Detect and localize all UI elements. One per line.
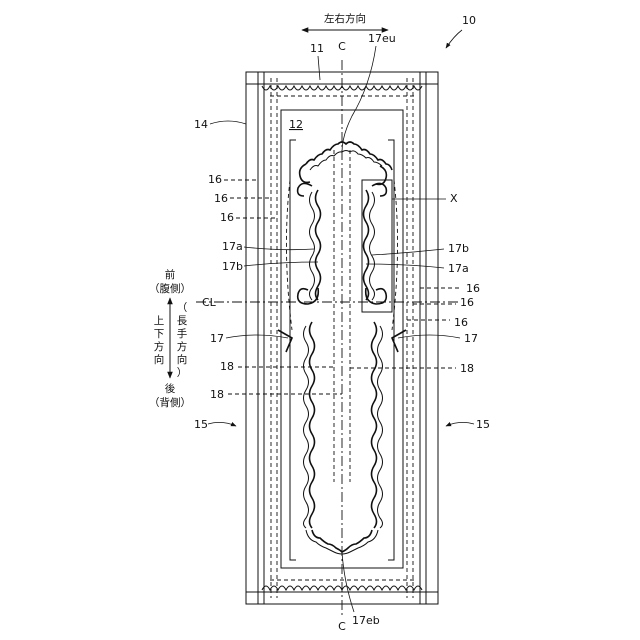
svg-text:16: 16 xyxy=(454,316,468,329)
lateral-direction-label: 左右方向 xyxy=(324,12,366,25)
compressed-groove-17 xyxy=(298,142,392,554)
svg-text:17: 17 xyxy=(210,332,224,345)
rear-sub-label: （背側） xyxy=(149,396,191,409)
vertical-paren-text: （ 長 手 方 向 ） xyxy=(177,302,188,379)
svg-text:長: 長 xyxy=(177,315,188,327)
svg-text:18: 18 xyxy=(460,362,474,375)
svg-text:X: X xyxy=(450,192,458,205)
svg-text:上: 上 xyxy=(154,315,165,327)
svg-text:16: 16 xyxy=(460,296,474,309)
svg-text:15: 15 xyxy=(476,418,490,431)
svg-text:（: （ xyxy=(177,302,188,314)
svg-text:18: 18 xyxy=(220,360,234,373)
svg-text:17a: 17a xyxy=(448,262,469,275)
svg-text:16: 16 xyxy=(220,211,234,224)
label-c-bottom: C xyxy=(338,620,346,633)
svg-text:11: 11 xyxy=(310,42,324,55)
svg-text:16: 16 xyxy=(214,192,228,205)
lateral-direction: 左右方向 xyxy=(302,12,388,30)
svg-text:下: 下 xyxy=(154,328,165,340)
svg-text:17eb: 17eb xyxy=(352,614,380,627)
vertical-direction-text: 上 下 方 向 xyxy=(154,315,165,366)
figure-number: 10 xyxy=(446,14,476,48)
svg-text:向: 向 xyxy=(177,353,188,366)
svg-text:16: 16 xyxy=(208,173,222,186)
rear-label: 後 xyxy=(165,382,176,395)
svg-text:17eu: 17eu xyxy=(368,32,396,45)
svg-text:方: 方 xyxy=(177,340,188,353)
svg-text:15: 15 xyxy=(194,418,208,431)
svg-text:方: 方 xyxy=(154,340,165,353)
svg-text:）: ） xyxy=(177,367,188,379)
longitudinal-direction: 前 （腹側） 上 下 方 向 （ 長 手 方 向 ） 後 （背側） xyxy=(149,268,191,409)
svg-text:17b: 17b xyxy=(448,242,469,255)
svg-text:17: 17 xyxy=(464,332,478,345)
svg-text:手: 手 xyxy=(177,327,188,340)
label-c-top: C xyxy=(338,40,346,53)
svg-text:12: 12 xyxy=(289,118,303,131)
front-sub-label: （腹側） xyxy=(149,282,191,295)
front-label: 前 xyxy=(165,268,176,281)
svg-text:16: 16 xyxy=(466,282,480,295)
svg-text:14: 14 xyxy=(194,118,208,131)
svg-text:17a: 17a xyxy=(222,240,243,253)
label-cl: CL xyxy=(202,296,217,309)
svg-text:17b: 17b xyxy=(222,260,243,273)
svg-text:18: 18 xyxy=(210,388,224,401)
svg-text:向: 向 xyxy=(154,353,165,366)
svg-text:10: 10 xyxy=(462,14,476,27)
